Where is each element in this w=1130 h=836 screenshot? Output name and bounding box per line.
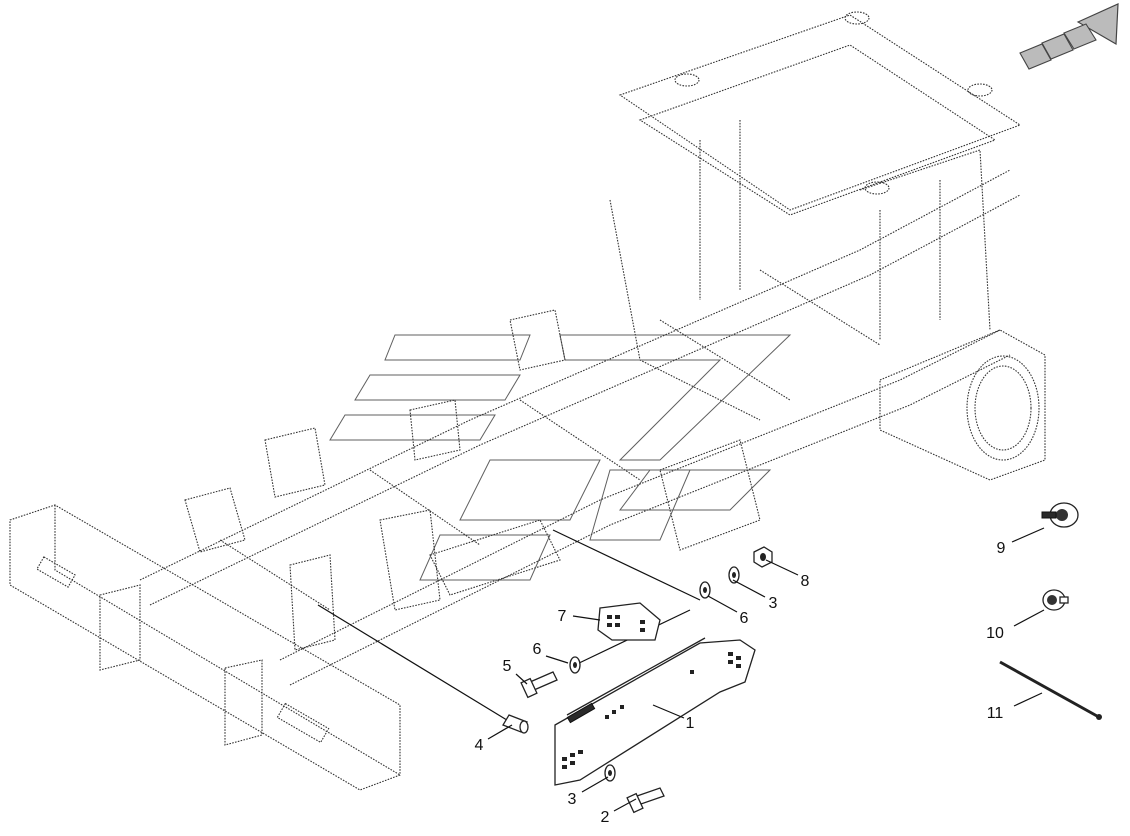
washer-part — [569, 566, 740, 782]
small-plate-part — [597, 602, 661, 641]
callout-3a-leader-line — [732, 579, 766, 598]
pin-part — [502, 714, 529, 734]
callout-4-leader-line — [487, 724, 513, 740]
callout-11-leader-line — [1013, 692, 1043, 707]
callout-1-label: 1 — [686, 715, 695, 732]
callout-10-leader-line — [1013, 609, 1045, 627]
callout-6b-label: 6 — [533, 641, 542, 658]
callout-11-label: 11 — [987, 705, 1004, 722]
cable-tie-part — [999, 660, 1102, 720]
callout-7-label: 7 — [558, 608, 567, 625]
callout-1-leader-line — [652, 704, 685, 719]
callout-7-leader-line — [572, 615, 601, 621]
direction-arrow-icon — [1019, 3, 1119, 70]
clamp-part — [1041, 502, 1079, 528]
bolt-part — [520, 671, 558, 699]
callout-6a-leader-line — [707, 595, 738, 613]
bolt-part-lower — [626, 787, 665, 814]
callout-3b-label: 3 — [568, 791, 577, 808]
callout-6a-label: 6 — [740, 610, 749, 627]
clip-part — [1042, 589, 1069, 611]
callout-6b-leader-line — [545, 655, 569, 664]
callout-5-label: 5 — [503, 658, 512, 675]
callout-3a-label: 3 — [769, 595, 778, 612]
nut-part — [753, 546, 773, 568]
callout-8-leader-line — [765, 559, 799, 576]
callout-2-label: 2 — [601, 809, 610, 826]
chassis-frame — [9, 11, 1046, 791]
callout-8-label: 8 — [801, 573, 810, 590]
callout-3b-leader-line — [581, 776, 609, 793]
watermark-logo — [329, 334, 792, 581]
callout-4-label: 4 — [475, 737, 484, 754]
callout-9-label: 9 — [997, 540, 1006, 557]
callout-2-leader-line — [613, 798, 637, 812]
callout-9-leader-line — [1011, 527, 1045, 543]
bracket-plate-part — [554, 637, 756, 786]
callout-10-label: 10 — [986, 625, 1004, 642]
callout-5-leader-line — [515, 673, 528, 685]
